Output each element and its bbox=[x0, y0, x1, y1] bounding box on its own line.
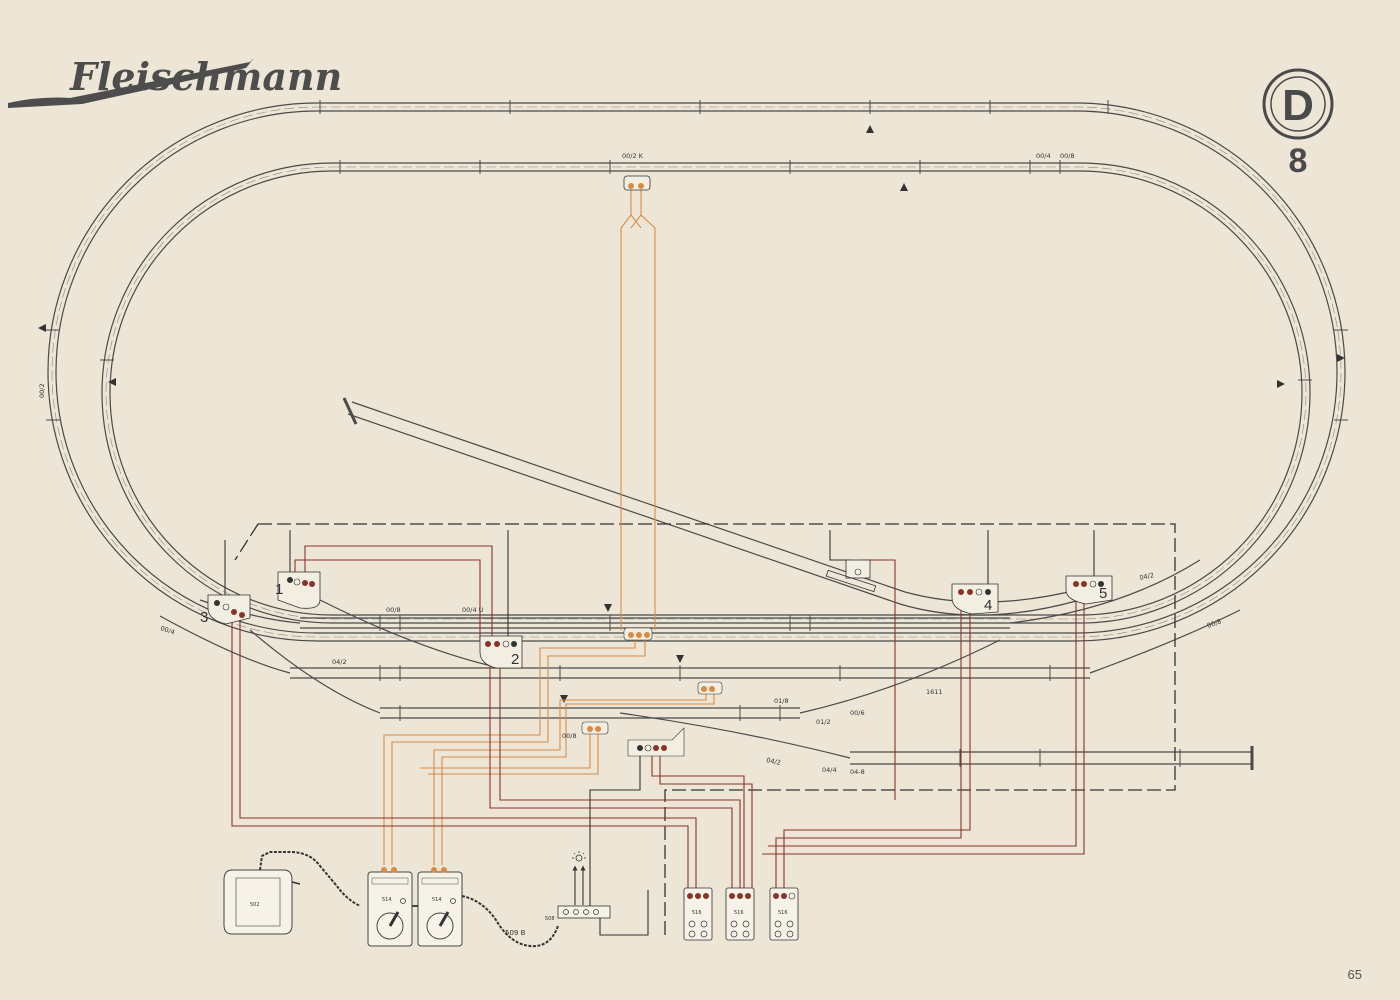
turnout-motor-1: 1 bbox=[275, 571, 321, 609]
label-right-04-2: 04/2 bbox=[1139, 571, 1155, 582]
turnout-motor-top bbox=[623, 175, 651, 191]
station-motor-a bbox=[623, 627, 653, 641]
label-top-00-4: 00/4 bbox=[1036, 152, 1051, 160]
wires-orange bbox=[383, 187, 715, 865]
plan-letter: D bbox=[1282, 81, 1314, 130]
label-bottom-04-8: 04-8 bbox=[850, 768, 865, 776]
lamp-icon bbox=[572, 851, 586, 862]
label-low-01-8: 01/8 bbox=[774, 697, 789, 705]
controller-a-label: 514 bbox=[382, 897, 392, 903]
station-motor-b bbox=[697, 681, 723, 695]
controller-b-label: 514 bbox=[432, 897, 442, 903]
label-mid-00-4u: 00/4 U bbox=[462, 606, 484, 614]
switch-box-c-label: 516 bbox=[778, 910, 788, 916]
label-left-00-2: 00/2 bbox=[38, 383, 46, 398]
logo-text: Fleischmann bbox=[69, 54, 342, 99]
switch-number-2: 2 bbox=[511, 651, 519, 668]
label-mid-04-2: 04/2 bbox=[332, 658, 347, 666]
distributor-label: 508 bbox=[545, 916, 555, 922]
turnout-motor-2: 2 bbox=[479, 635, 523, 669]
wires-black bbox=[224, 530, 1095, 936]
switch-box-b: 516 bbox=[725, 887, 755, 941]
turnout-motors: 1 2 3 4 5 bbox=[200, 175, 1113, 757]
label-right-00-8: 00/8 bbox=[1206, 617, 1222, 630]
turnout-motor-4: 4 bbox=[951, 583, 999, 615]
label-left-00-4: 00/4 bbox=[159, 624, 175, 636]
switch-number-5: 5 bbox=[1099, 585, 1107, 602]
switch-box-b-label: 516 bbox=[734, 910, 744, 916]
inner-oval-track bbox=[101, 162, 1311, 624]
label-top-00-8: 00/8 bbox=[1060, 152, 1075, 160]
plan-badge: D 8 bbox=[1262, 68, 1334, 180]
cable-509b: 509 B bbox=[412, 895, 559, 948]
controller-b: 514 bbox=[417, 867, 463, 947]
transformer-label: 502 bbox=[250, 902, 260, 908]
cable-label: 509 B bbox=[505, 929, 526, 937]
label-1611: 1611 bbox=[926, 688, 943, 696]
outer-oval-track bbox=[47, 102, 1346, 642]
switch-number-4: 4 bbox=[984, 597, 992, 614]
switch-box-c: 516 bbox=[769, 887, 799, 941]
station-motor-d bbox=[627, 727, 685, 757]
direction-arrows bbox=[38, 125, 1345, 703]
track-labels: 00/2 K 00/4 00/8 00/2 00/8 00/4 U 04/2 0… bbox=[38, 152, 1222, 776]
label-bottom-04-4: 04/4 bbox=[822, 766, 837, 774]
fleischmann-logo: Fleischmann bbox=[8, 54, 342, 108]
switch-box-a: 516 bbox=[683, 887, 713, 941]
turnout-motor-3: 3 bbox=[200, 594, 251, 626]
label-low-00-8: 00/8 bbox=[562, 732, 577, 740]
page-number: 65 bbox=[1347, 967, 1362, 982]
switch-number-3: 3 bbox=[200, 609, 208, 626]
label-bottom-04-2: 04/2 bbox=[766, 756, 782, 767]
uncoupler-block bbox=[825, 559, 877, 593]
label-low-01-2: 01/2 bbox=[816, 718, 831, 726]
controller-a: 514 bbox=[367, 867, 413, 947]
dashed-outline bbox=[234, 523, 1176, 935]
diagonal-siding-track bbox=[342, 397, 1086, 616]
wires-red bbox=[231, 545, 1085, 888]
turnout-motor-5: 5 bbox=[1065, 575, 1113, 605]
station-motor-c bbox=[581, 721, 609, 735]
label-top-00-2k: 00/2 K bbox=[622, 152, 644, 160]
label-mid-00-8: 00/8 bbox=[386, 606, 401, 614]
switch-box-a-label: 516 bbox=[692, 910, 702, 916]
switch-number-1: 1 bbox=[275, 581, 283, 598]
plan-number: 8 bbox=[1289, 142, 1308, 180]
track-section-ticks bbox=[46, 100, 1348, 421]
transformer: 502 bbox=[223, 851, 361, 935]
label-low-00-6: 00/6 bbox=[850, 709, 865, 717]
distributor: 508 bbox=[545, 851, 611, 922]
